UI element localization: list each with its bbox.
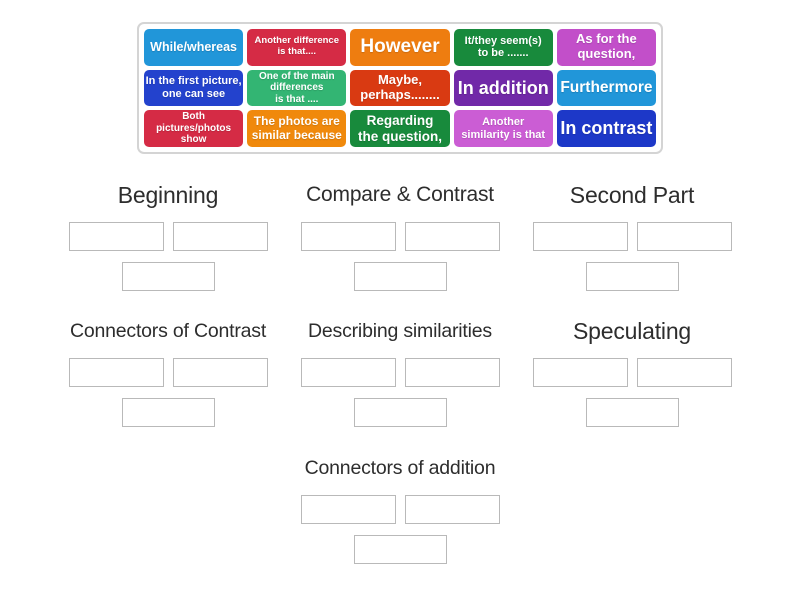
drop-slot[interactable] bbox=[300, 358, 396, 387]
drop-slot[interactable] bbox=[121, 398, 215, 427]
word-tile[interactable]: However bbox=[350, 29, 450, 66]
word-tile[interactable]: Regarding the question, bbox=[350, 110, 450, 147]
category-group-compare-contrast: Compare & Contrast bbox=[284, 180, 516, 291]
drop-slot[interactable] bbox=[121, 262, 215, 291]
drop-slot[interactable] bbox=[68, 358, 164, 387]
category-title: Compare & Contrast bbox=[306, 183, 494, 206]
drop-slot[interactable] bbox=[353, 398, 447, 427]
category-title: Describing similarities bbox=[308, 320, 492, 342]
category-group-connectors-of-contrast: Connectors of Contrast bbox=[52, 316, 284, 427]
word-tile[interactable]: Furthermore bbox=[556, 69, 656, 107]
drop-slot[interactable] bbox=[532, 222, 628, 251]
word-tile[interactable]: As for the question, bbox=[556, 29, 656, 66]
drop-slot[interactable] bbox=[353, 262, 447, 291]
word-tile[interactable]: Maybe, perhaps........ bbox=[350, 69, 450, 107]
drop-slot[interactable] bbox=[532, 358, 628, 387]
drop-slot[interactable] bbox=[404, 495, 500, 524]
drop-slot[interactable] bbox=[300, 222, 396, 251]
drop-slot[interactable] bbox=[636, 358, 732, 387]
category-title: Speculating bbox=[573, 318, 691, 344]
category-title: Beginning bbox=[117, 182, 219, 208]
word-tile[interactable]: Another difference is that.... bbox=[247, 29, 347, 66]
word-tile[interactable]: The photos are similar because bbox=[247, 110, 347, 147]
word-tile[interactable]: It/they seem(s) to be ....... bbox=[453, 29, 553, 66]
word-tile[interactable]: Both pictures/photos show bbox=[144, 110, 244, 147]
category-group-describing-similarities: Describing similarities bbox=[284, 316, 516, 427]
word-tile[interactable]: One of the main differences is that .... bbox=[247, 69, 347, 107]
word-tile[interactable]: While/whereas bbox=[144, 29, 244, 66]
word-tile[interactable]: In addition bbox=[453, 69, 553, 107]
drop-slot[interactable] bbox=[300, 495, 396, 524]
drop-slot[interactable] bbox=[404, 222, 500, 251]
drop-slot[interactable] bbox=[172, 222, 268, 251]
category-group-second-part: Second Part bbox=[516, 180, 748, 291]
category-title: Second Part bbox=[569, 182, 695, 208]
word-tile[interactable]: In the first picture, one can see bbox=[144, 69, 244, 107]
word-tile[interactable]: Another similarity is that bbox=[453, 110, 553, 147]
word-tile[interactable]: In contrast bbox=[556, 110, 656, 147]
drop-slot[interactable] bbox=[172, 358, 268, 387]
category-group-beginning: Beginning bbox=[52, 180, 284, 291]
drop-slot[interactable] bbox=[585, 398, 679, 427]
drop-slot[interactable] bbox=[636, 222, 732, 251]
drop-slot[interactable] bbox=[68, 222, 164, 251]
category-group-speculating: Speculating bbox=[516, 316, 748, 427]
tile-tray: While/whereas Another difference is that… bbox=[137, 22, 663, 154]
drop-slot[interactable] bbox=[404, 358, 500, 387]
drop-slot[interactable] bbox=[353, 535, 447, 564]
category-title: Connectors of Contrast bbox=[69, 320, 267, 342]
category-group-connectors-of-addition: Connectors of addition bbox=[284, 453, 516, 564]
category-title: Connectors of addition bbox=[304, 457, 496, 479]
drop-slot[interactable] bbox=[585, 262, 679, 291]
